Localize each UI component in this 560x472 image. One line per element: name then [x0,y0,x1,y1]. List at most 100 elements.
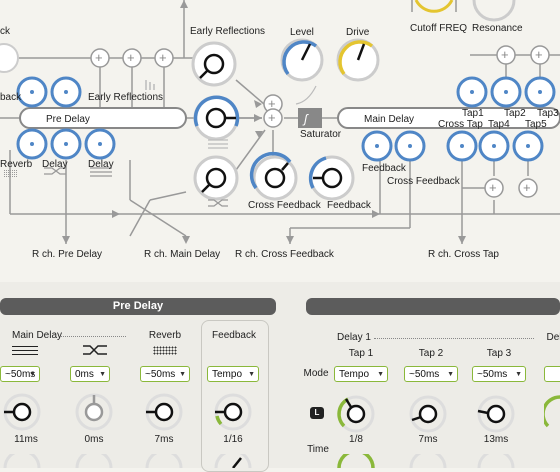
chevron-down-icon: ▼ [29,371,36,378]
pre-delay-knob-2[interactable] [50,76,82,108]
mode-label: Mode [303,368,329,379]
shuffle-icon [83,345,107,355]
main-delay-value: 11ms [14,434,38,445]
label-back: back [0,92,22,103]
tap4-time-knob[interactable] [544,394,560,434]
tap2-time-knob[interactable] [408,394,448,434]
svg-text:ʃ: ʃ [302,112,309,126]
tap2-knob[interactable] [490,76,522,108]
sum-node-tap-d: + [518,178,538,198]
label-delay-b: Delay [88,159,114,170]
label-drive: Drive [346,27,370,38]
lines-icon [12,346,38,355]
tap2-value: 7ms [418,434,438,445]
reverb-value: 7ms [154,434,174,445]
label-level: Level [290,27,314,38]
tap1-bottom-knob[interactable] [336,454,376,468]
label-feedback-knob: Feedback [327,200,372,211]
cross-feedback-knob[interactable] [249,151,298,201]
chevron-down-icon: ▼ [447,371,454,378]
pre-delay-feedback-knob[interactable] [193,155,239,201]
del-label: Del [546,332,560,343]
pre-delay-header: Pre Delay [0,298,276,315]
reverb-select[interactable]: ~50ms▼ [140,366,190,382]
main-delay-select[interactable]: ~50ms▼ [0,366,40,382]
saturator-icon: ʃ [298,108,322,128]
label-r-cross-feedback: R ch. Cross Feedback [235,249,335,260]
tap3-mode-select[interactable]: ~50ms▼ [472,366,526,382]
early-reflections-knob[interactable] [191,41,237,87]
feedback-knob[interactable] [308,155,355,201]
label-reverb: Reverb [0,159,33,170]
label-ck: ck [0,26,11,37]
tap1-knob[interactable] [456,76,488,108]
main-delay-time-knob[interactable] [2,392,42,432]
tap1-time-knob[interactable] [336,394,376,434]
cutoff-knob[interactable] [414,0,454,13]
left-knob-top[interactable] [0,43,19,73]
reverb-knob[interactable] [16,128,48,160]
level-knob[interactable] [280,38,324,82]
feedback-select[interactable]: Tempo▼ [207,366,259,382]
dotted-pattern-icon [153,346,177,355]
sum-node-tap-c: + [484,178,504,198]
lock-icon[interactable]: L [310,407,324,419]
pre-delay-main-knob[interactable] [193,95,240,141]
chevron-down-icon: ▼ [248,371,255,378]
feedback-bottom-knob[interactable] [213,454,253,468]
tap2-mode-select[interactable]: ~50ms▼ [404,366,458,382]
label-cross-tap: Cross Tap [438,119,483,130]
cross-feedback-right-knob[interactable] [394,130,426,162]
time-label: Time [307,444,329,455]
chevron-down-icon: ▼ [377,371,384,378]
feedback-value: 1/16 [223,434,243,445]
separator-dots [60,336,126,337]
sum-node-tap-a: + [496,45,516,65]
label-tap2: Tap2 [504,108,526,119]
tap1-value: 1/8 [349,434,363,445]
drive-knob[interactable] [336,38,380,82]
label-cutoff: Cutoff FREQ [410,23,467,34]
feedback-right-knob[interactable] [361,130,393,162]
delay-time-knob[interactable] [74,392,114,432]
tap1-col-label: Tap 1 [348,348,374,359]
reverb-pattern-icon [4,170,18,178]
tap1-mode-select[interactable]: Tempo▼ [334,366,388,382]
shuffle-icon-center [208,199,228,207]
parameter-panel: Pre Delay Main Delay Reverb ~50ms▼ 0ms▼ … [0,282,560,472]
delay-knob-b[interactable] [84,128,116,160]
tap3-col-label: Tap 3 [486,348,512,359]
filter-curve-icon [295,85,317,105]
cross-tap-knob[interactable] [446,130,478,162]
pre-delay-bottom-knob-a[interactable] [2,454,42,468]
tap4-knob[interactable] [478,130,510,162]
label-feedback-right: Feedback [362,163,407,174]
tap3-knob[interactable] [524,76,556,108]
tap3-time-knob[interactable] [476,394,516,434]
reverb-time-knob[interactable] [144,392,184,432]
lines-icon-center [208,139,228,149]
tap3-bottom-knob[interactable] [476,454,516,468]
chevron-down-icon: ▼ [99,371,106,378]
label-tap3: Tap3 [537,108,559,119]
feedback-col-label: Feedback [212,330,256,341]
sum-node-1: + [90,48,110,68]
pre-delay-bar [19,107,187,129]
resonance-knob[interactable] [472,0,516,22]
tap4-mode-select[interactable] [544,366,560,382]
pre-delay-bottom-knob-c[interactable] [144,454,184,468]
chevron-down-icon: ▼ [179,371,186,378]
feedback-tempo-knob[interactable] [213,392,253,432]
tap5-knob[interactable] [512,130,544,162]
label-r-main-delay: R ch. Main Delay [144,249,220,260]
label-early-reflections-mid: Early Reflections [88,92,163,103]
tap2-bottom-knob[interactable] [408,454,448,468]
delay-select[interactable]: 0ms▼ [70,366,110,382]
pre-delay-knob-1[interactable] [16,76,48,108]
main-delay-bar [337,107,560,129]
delay-knob-a[interactable] [50,128,82,160]
label-tap4: Tap4 [488,119,510,130]
label-cross-feedback-knob: Cross Feedback [248,200,322,211]
pre-delay-bottom-knob-b[interactable] [74,454,114,468]
sum-node-center: + [263,108,283,128]
